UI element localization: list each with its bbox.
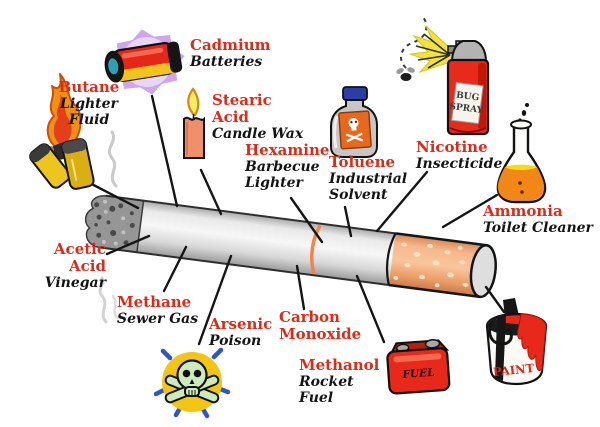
chemical-name: Cadmium xyxy=(190,36,271,54)
skull-crossbones-icon xyxy=(153,347,231,419)
common-name: Barbecue Lighter xyxy=(245,159,320,191)
leader-lines xyxy=(78,94,506,346)
label-acetic-acid: Acetic Acid Vinegar xyxy=(22,240,106,292)
ash-speckles-dark xyxy=(94,202,135,246)
arsenic-line xyxy=(197,254,233,346)
poison-bottle-icon xyxy=(330,86,378,158)
label-nicotine: Nicotine Insecticide xyxy=(416,138,506,173)
common-name: Insecticide xyxy=(416,156,503,172)
ember-band xyxy=(310,224,322,274)
common-name: Poison xyxy=(209,333,262,349)
bug-spray-label-line1: BUG xyxy=(456,91,480,104)
label-cadmium: Cadmium Batteries xyxy=(190,36,271,71)
fuel-can-icon: FUEL xyxy=(386,339,451,395)
chemical-name: Ammonia xyxy=(483,202,563,220)
chemical-name: Nicotine xyxy=(416,138,488,156)
flask-icon xyxy=(496,103,547,204)
chemical-name: Acetic Acid xyxy=(53,240,106,275)
bug-spray-icon: BUG SPRAY xyxy=(396,16,490,136)
methane-line xyxy=(162,245,188,293)
toluene-line xyxy=(343,205,353,238)
hexamine-line xyxy=(289,196,324,244)
candle-icon xyxy=(183,87,205,159)
label-ammonia: Ammonia Toilet Cleaner xyxy=(483,202,593,237)
chemical-name: Carbon Monoxide xyxy=(279,308,362,343)
paint-can-label: PAINT xyxy=(492,361,535,379)
filter-speckles xyxy=(393,242,476,288)
lighter-flame-icon xyxy=(29,73,95,190)
label-arsenic: Arsenic Poison xyxy=(209,315,273,350)
methanol-line xyxy=(355,274,386,344)
chemical-name: Toluene xyxy=(329,153,396,171)
label-methane: Methane Sewer Gas xyxy=(117,293,201,328)
common-name: Batteries xyxy=(190,54,263,70)
chemical-name: Methanol xyxy=(299,356,380,374)
common-name: Industrial Solvent xyxy=(329,171,408,203)
paint-line xyxy=(484,285,506,314)
acetic-line xyxy=(105,234,151,256)
chemical-name: Methane xyxy=(117,293,192,311)
chemical-name: Hexamine xyxy=(245,141,330,159)
bug-spray-label-line2: SPRAY xyxy=(449,102,484,116)
fuel-can-label: FUEL xyxy=(401,367,435,381)
label-butane: Butane Lighter Fluid xyxy=(56,78,122,129)
ammonia-line xyxy=(441,193,499,229)
ash-speckles-light xyxy=(101,199,126,246)
smoke-icon xyxy=(98,130,119,324)
chemical-name: Stearic Acid xyxy=(212,91,272,126)
common-name: Rocket Fuel xyxy=(299,374,354,406)
battery-icon xyxy=(104,29,185,95)
cadmium-line xyxy=(150,94,179,208)
cigarette-body xyxy=(99,195,396,285)
cigarette-end-cap xyxy=(469,243,497,299)
stearic-line xyxy=(199,168,223,216)
common-name: Candle Wax xyxy=(212,126,304,142)
cigarette-icon xyxy=(84,194,497,299)
carbon-line xyxy=(295,264,306,311)
label-carbon-monoxide: Carbon Monoxide xyxy=(279,308,362,343)
label-methanol: Methanol Rocket Fuel xyxy=(299,356,391,407)
common-name: Lighter Fluid xyxy=(60,96,118,128)
label-stearic-acid: Stearic Acid Candle Wax xyxy=(212,91,307,143)
common-name: Toilet Cleaner xyxy=(483,220,593,236)
chemical-name: Arsenic xyxy=(209,315,273,333)
chemical-name: Butane xyxy=(58,78,120,96)
nicotine-line xyxy=(375,170,429,233)
ash-tip xyxy=(84,195,145,254)
common-name: Sewer Gas xyxy=(117,311,199,327)
paint-can-icon: PAINT xyxy=(485,298,548,386)
common-name: Vinegar xyxy=(44,275,106,291)
label-toluene: Toluene Industrial Solvent xyxy=(329,153,409,204)
label-hexamine: Hexamine Barbecue Lighter xyxy=(245,141,330,192)
